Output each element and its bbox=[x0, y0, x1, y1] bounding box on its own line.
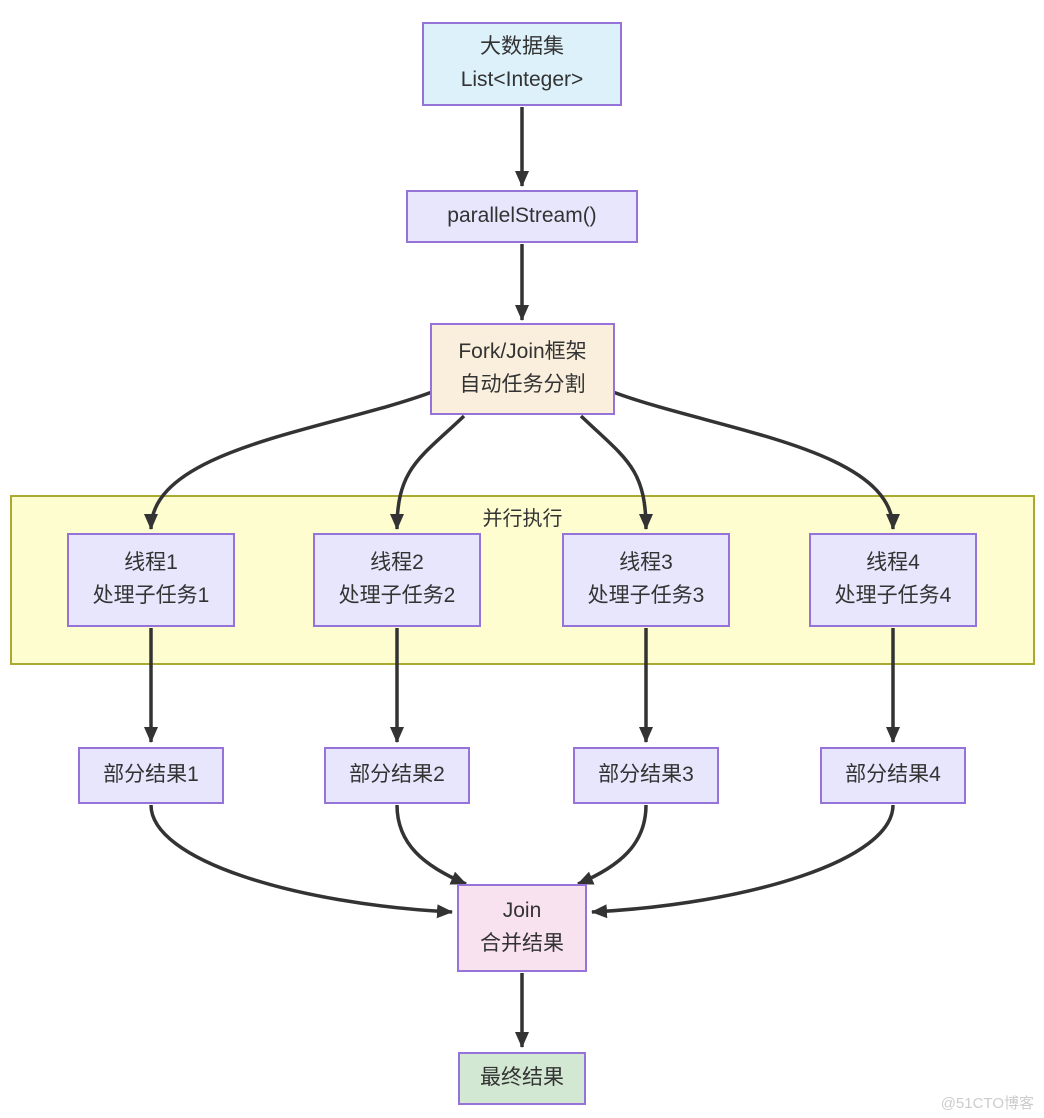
node-forkjoin: Fork/Join框架 自动任务分割 bbox=[430, 323, 615, 415]
node-forkjoin-line1: Fork/Join框架 bbox=[458, 340, 587, 364]
node-partial4-label: 部分结果4 bbox=[845, 763, 941, 787]
node-parallelstream-label: parallelStream() bbox=[447, 204, 597, 228]
node-thread3-line1: 线程3 bbox=[619, 551, 673, 575]
node-partial3: 部分结果3 bbox=[573, 747, 719, 804]
node-partial4: 部分结果4 bbox=[820, 747, 966, 804]
edge-partial4-to-join bbox=[591, 804, 895, 919]
node-thread3: 线程3 处理子任务3 bbox=[562, 533, 730, 627]
node-join-line2: 合并结果 bbox=[480, 932, 564, 955]
node-parallelstream: parallelStream() bbox=[406, 190, 638, 243]
node-forkjoin-line2: 自动任务分割 bbox=[459, 373, 586, 396]
node-thread1: 线程1 处理子任务1 bbox=[67, 533, 235, 627]
node-join: Join 合并结果 bbox=[457, 884, 587, 972]
node-partial2-label: 部分结果2 bbox=[349, 763, 445, 787]
node-thread2: 线程2 处理子任务2 bbox=[313, 533, 481, 627]
node-partial1: 部分结果1 bbox=[78, 747, 224, 804]
edge-partial1-to-join bbox=[149, 804, 453, 919]
edge-partial2-to-join bbox=[395, 804, 467, 886]
node-thread3-line2: 处理子任务3 bbox=[587, 584, 705, 607]
node-partial2: 部分结果2 bbox=[324, 747, 470, 804]
node-partial3-label: 部分结果3 bbox=[598, 763, 694, 787]
node-final: 最终结果 bbox=[458, 1052, 586, 1105]
parallel-execution-group-label: 并行执行 bbox=[482, 508, 563, 530]
node-dataset-line2: List<Integer> bbox=[460, 68, 584, 91]
node-dataset-line1: 大数据集 bbox=[480, 35, 564, 59]
node-thread2-line2: 处理子任务2 bbox=[338, 584, 456, 607]
node-thread2-line1: 线程2 bbox=[370, 551, 424, 575]
node-join-line1: Join bbox=[502, 899, 542, 923]
node-thread4-line2: 处理子任务4 bbox=[834, 584, 952, 607]
node-thread4-line1: 线程4 bbox=[866, 551, 920, 575]
node-thread1-line1: 线程1 bbox=[124, 551, 178, 575]
node-final-label: 最终结果 bbox=[480, 1066, 564, 1090]
node-partial1-label: 部分结果1 bbox=[103, 763, 199, 787]
node-thread1-line2: 处理子任务1 bbox=[92, 584, 210, 607]
watermark: @51CTO博客 bbox=[940, 1095, 1034, 1112]
node-dataset: 大数据集 List<Integer> bbox=[422, 22, 622, 106]
edge-partial3-to-join bbox=[577, 804, 648, 886]
node-thread4: 线程4 处理子任务4 bbox=[809, 533, 977, 627]
